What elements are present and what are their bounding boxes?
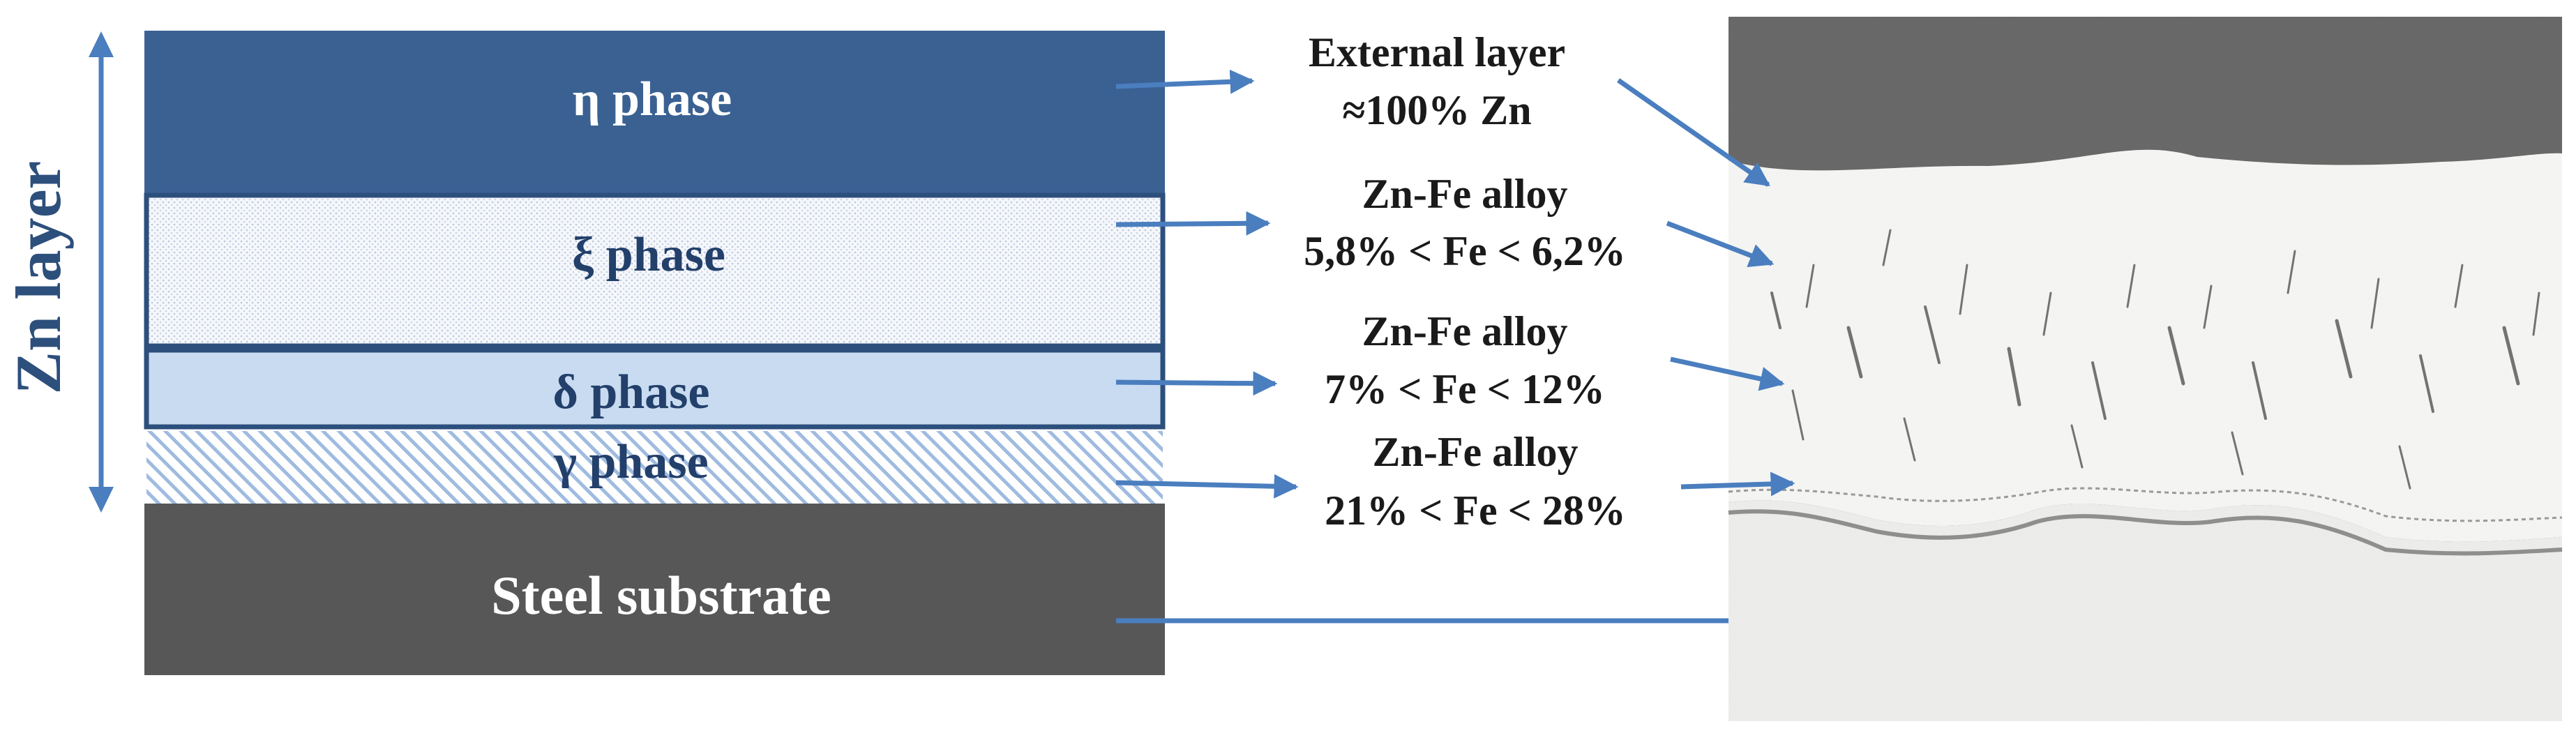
- coating-cross-section: η phase ξ phase δ phase γ phase Steel su…: [144, 31, 1166, 675]
- annotation-eta-line1: External layer: [1309, 29, 1565, 75]
- layer-delta-label: δ phase: [552, 365, 709, 419]
- micro-arrow-gamma: [1680, 471, 1795, 497]
- annotations: External layer ≈100% Zn Zn-Fe alloy 5,8%…: [1304, 29, 1626, 534]
- pointer-arrows: [1115, 69, 1820, 633]
- annotation-xi-line2: 5,8% < Fe < 6,2%: [1304, 228, 1626, 274]
- zn-layer-label: Zn layer: [3, 161, 74, 395]
- layer-delta: [144, 347, 1166, 430]
- arrow-gamma: [1115, 474, 1299, 499]
- layer-steel-label: Steel substrate: [491, 565, 831, 626]
- micrograph-arrows: [1616, 78, 1795, 497]
- arrow-xi: [1115, 211, 1271, 236]
- layer-xi: [144, 192, 1166, 349]
- layer-steel: [144, 504, 1165, 675]
- annotation-gamma-line2: 21% < Fe < 28%: [1325, 488, 1626, 534]
- micro-arrow-delta: [1670, 356, 1785, 391]
- micrograph-grain: [1728, 17, 2562, 721]
- micro-arrow-xi: [1666, 220, 1775, 267]
- annotation-delta-line1: Zn-Fe alloy: [1362, 308, 1568, 354]
- layer-eta: [144, 31, 1165, 195]
- annotation-gamma-line1: Zn-Fe alloy: [1373, 429, 1579, 475]
- micrograph-image: [1728, 17, 2563, 721]
- arrow-delta: [1115, 371, 1278, 396]
- zn-layer-arrow-top: [89, 31, 114, 57]
- annotation-delta-line2: 7% < Fe < 12%: [1325, 366, 1605, 412]
- arrow-eta: [1115, 69, 1255, 94]
- annotation-xi-line1: Zn-Fe alloy: [1362, 171, 1568, 217]
- layer-gamma-label: γ phase: [553, 435, 708, 489]
- layer-xi-label: ξ phase: [572, 228, 725, 282]
- annotation-eta-line2: ≈100% Zn: [1342, 87, 1531, 133]
- zn-layer-indicator: Zn layer: [3, 31, 114, 513]
- micro-arrow-eta: [1616, 78, 1770, 187]
- layer-eta-label: η phase: [573, 73, 732, 126]
- layer-gamma: [146, 431, 1163, 504]
- zn-layer-arrow-bottom: [89, 487, 114, 513]
